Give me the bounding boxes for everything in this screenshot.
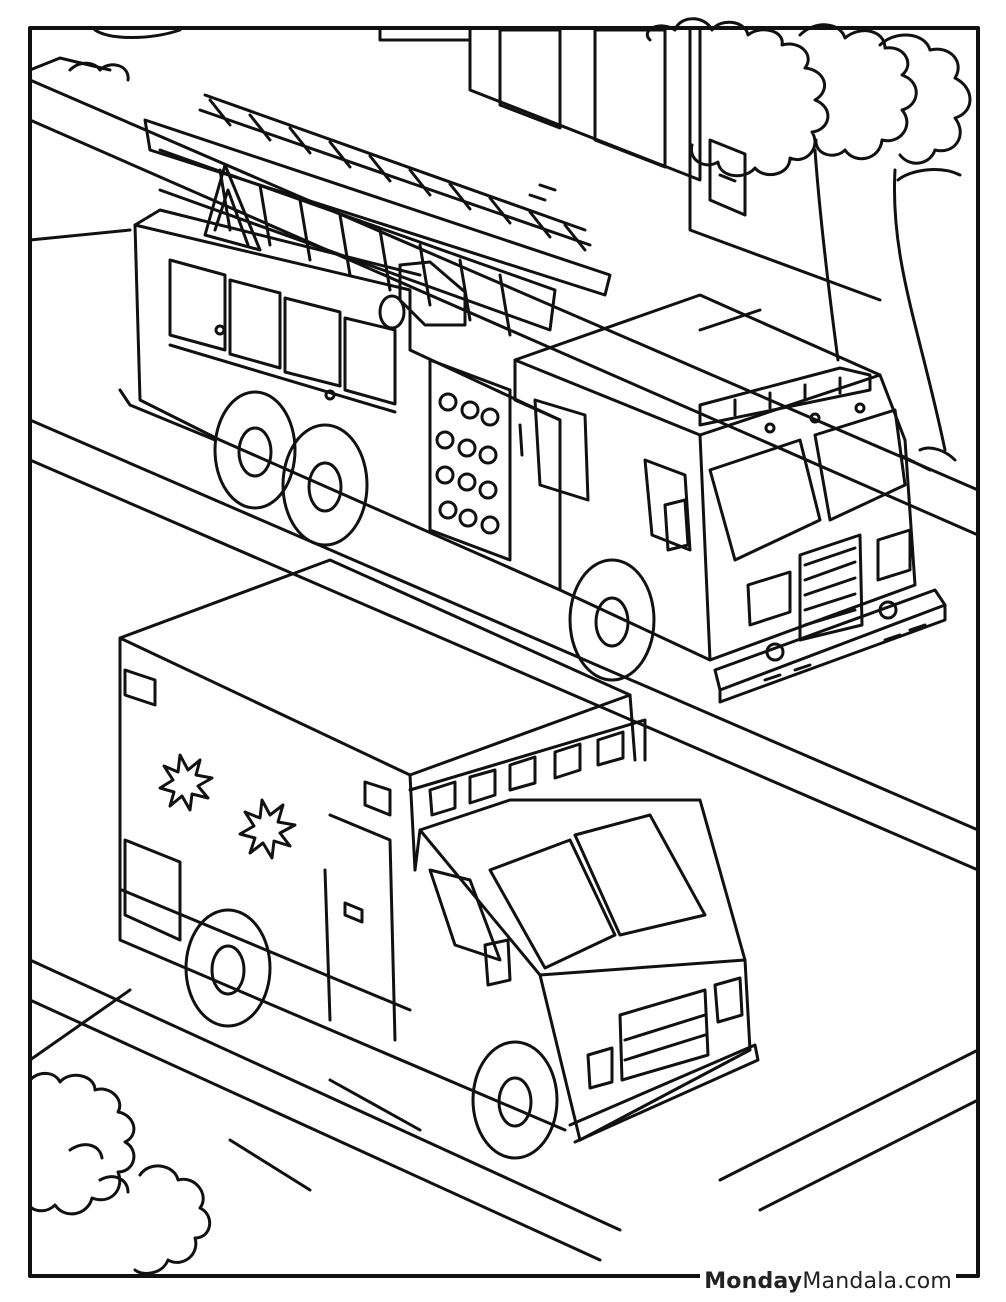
- road-lower: [28, 958, 980, 1262]
- watermark-bold: Monday: [704, 1269, 803, 1294]
- page-border: [28, 26, 980, 1278]
- background-building: [68, 28, 882, 302]
- bushes: [28, 1072, 211, 1275]
- fire-truck: [118, 93, 947, 704]
- site-watermark: MondayMandala.com: [700, 1269, 956, 1294]
- sidewalk-top: [28, 56, 980, 872]
- tree: [646, 17, 972, 472]
- watermark-regular: Mandala.com: [802, 1269, 952, 1294]
- ambulance: [118, 558, 760, 1160]
